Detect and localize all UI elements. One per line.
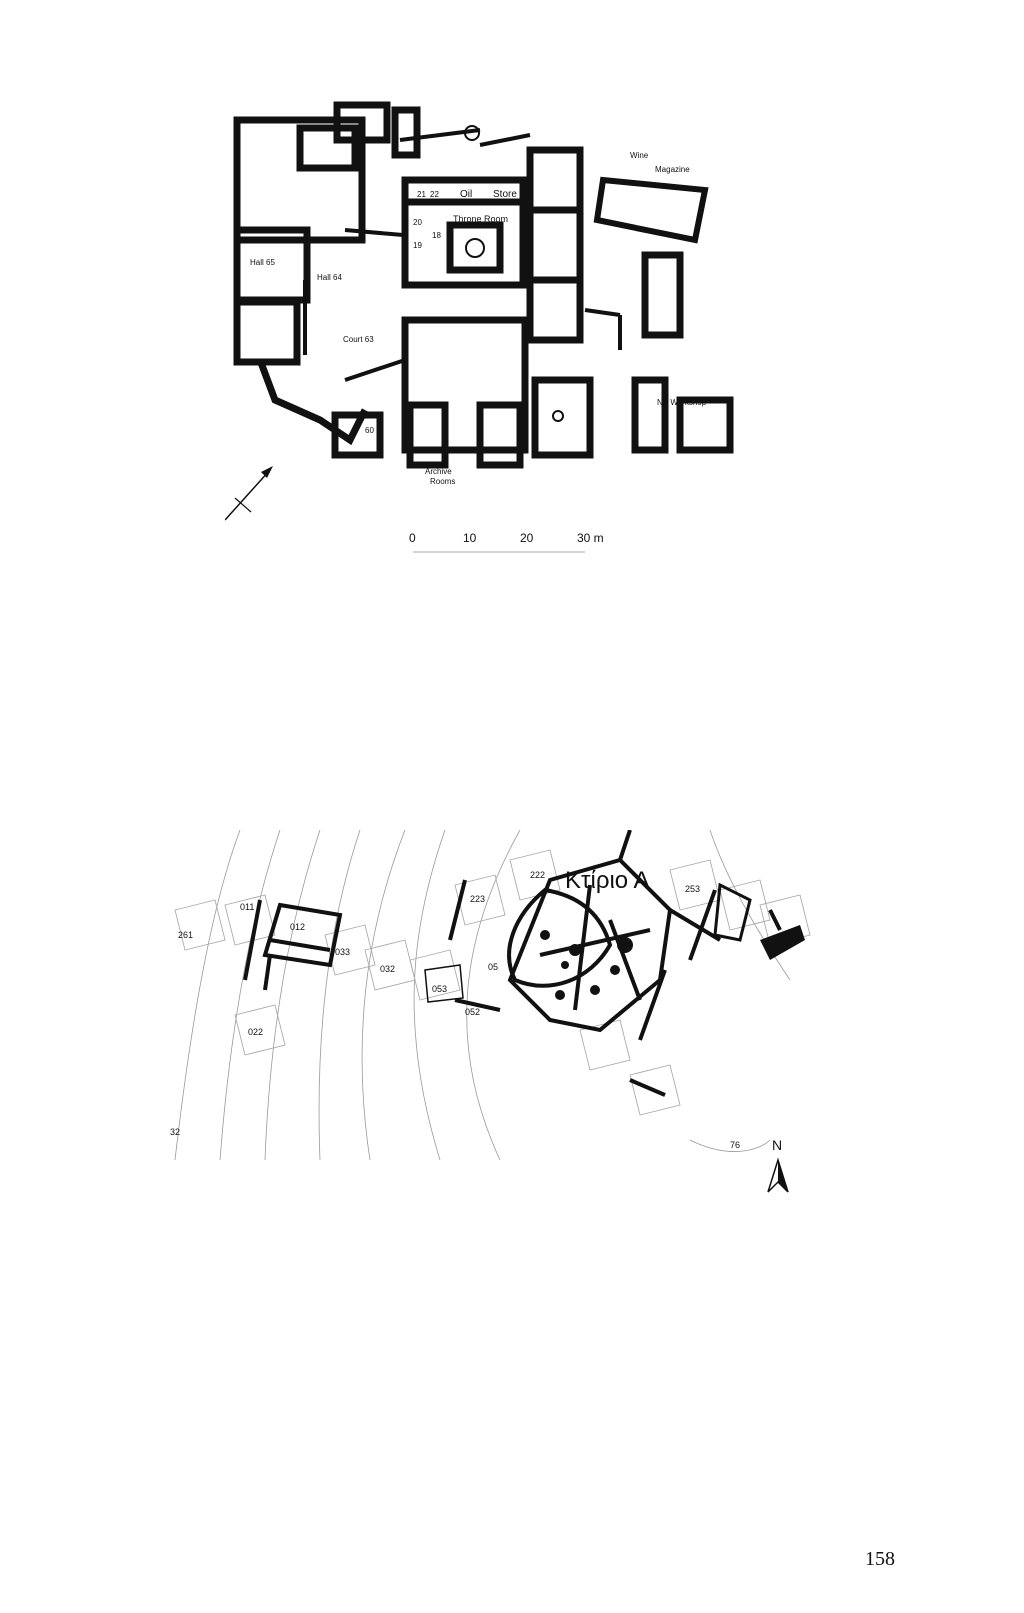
- label-store: Store: [493, 189, 517, 200]
- label-room-22: 22: [430, 190, 439, 199]
- grid-253: 253: [685, 884, 700, 894]
- grid-053: 053: [432, 984, 447, 994]
- label-room-20: 20: [413, 218, 422, 227]
- grid-052: 052: [465, 1007, 480, 1017]
- palace-plan: Wine Magazine Oil Store Throne Room Hall…: [225, 101, 734, 553]
- north-arrow-icon: N: [767, 1137, 789, 1193]
- scale-0: 0: [409, 531, 416, 545]
- label-ne-workshop: NE Workshop: [657, 398, 707, 407]
- site-plan-figure: Κτίριο Α 261 012 011 033 032 053 022 222…: [170, 830, 820, 1230]
- palace-plan-figure: Wine Magazine Oil Store Throne Room Hall…: [225, 80, 765, 600]
- label-room-18: 18: [432, 231, 441, 240]
- grid-032: 032: [380, 964, 395, 974]
- label-wine: Wine: [630, 151, 649, 160]
- grid-261: 261: [178, 930, 193, 940]
- scale-bar: 0 10 20 30 m: [409, 531, 604, 553]
- label-hall-65: Hall 65: [250, 258, 275, 267]
- grid-033: 033: [335, 947, 350, 957]
- scale-30m: 30 m: [577, 531, 604, 545]
- label-archive: Archive: [425, 467, 452, 476]
- label-room-60: 60: [365, 426, 374, 435]
- grid-32: 32: [170, 1127, 180, 1137]
- label-hall-64: Hall 64: [317, 273, 342, 282]
- label-court-63: Court 63: [343, 335, 374, 344]
- grid-012: 012: [290, 922, 305, 932]
- site-plan: Κτίριο Α 261 012 011 033 032 053 022 222…: [170, 830, 811, 1193]
- grid-011: 011: [240, 902, 254, 912]
- label-throne-room: Throne Room: [453, 214, 508, 224]
- grid-223: 223: [470, 894, 485, 904]
- label-room-19: 19: [413, 241, 422, 250]
- grid-222: 222: [530, 870, 545, 880]
- label-rooms: Rooms: [430, 477, 455, 486]
- north-label: N: [772, 1137, 782, 1153]
- label-magazine: Magazine: [655, 165, 690, 174]
- building-a-label: Κτίριο Α: [565, 867, 650, 894]
- palace-north-arrow-icon: [225, 469, 271, 521]
- grid-05: 05: [488, 962, 498, 972]
- grid-022: 022: [248, 1027, 263, 1037]
- scale-20: 20: [520, 531, 534, 545]
- label-oil: Oil: [460, 189, 472, 200]
- page-number: 158: [865, 1548, 895, 1570]
- scale-10: 10: [463, 531, 477, 545]
- label-room-21: 21: [417, 190, 426, 199]
- grid-76: 76: [730, 1140, 740, 1150]
